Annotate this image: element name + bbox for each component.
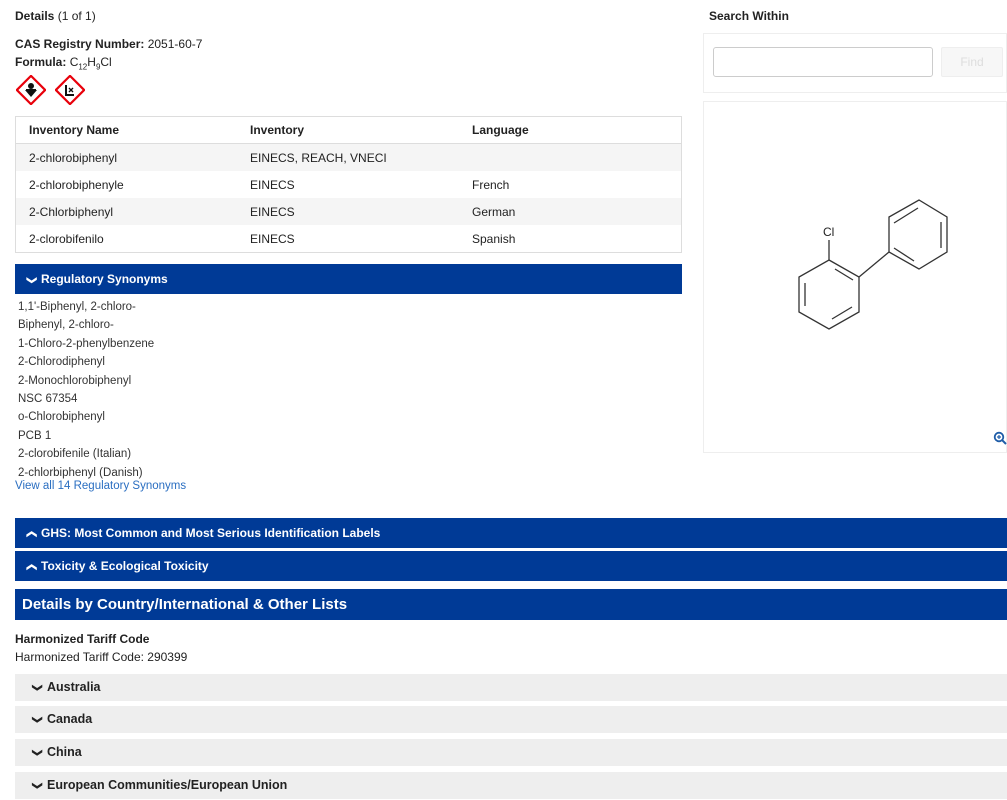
list-item: 1,1'-Biphenyl, 2-chloro- [18,301,136,313]
cas-line: CAS Registry Number: 2051-60-7 [15,37,202,51]
ghs-section-toggle[interactable]: ❮ GHS: Most Common and Most Serious Ident… [15,518,1007,548]
chevron-down-icon: ❯ [31,781,43,790]
regulatory-synonyms-label: Regulatory Synonyms [41,272,168,286]
inventory-table: Inventory Name Inventory Language 2-chlo… [15,116,682,253]
table-cell [459,143,682,171]
ghs-section-label: GHS: Most Common and Most Serious Identi… [41,526,381,540]
country-row-canada[interactable]: ❯ Canada [15,706,1007,733]
search-within-title: Search Within [709,9,789,23]
table-cell: 2-clorobifenilo [29,231,104,246]
list-item: NSC 67354 [18,392,78,405]
cas-value: 2051-60-7 [147,37,203,51]
inventory-header-row: Inventory Name Inventory Language [15,116,682,144]
zoom-in-icon[interactable] [993,431,1007,445]
details-count: (1 of 1) [57,9,96,23]
country-row-australia[interactable]: ❯ Australia [15,674,1007,701]
tariff-title: Harmonized Tariff Code [15,632,150,646]
column-header: Inventory Name [15,116,237,144]
health-hazard-icon [54,74,87,106]
find-button[interactable]: Find [941,47,1003,77]
atom-label-cl: Cl [823,225,834,239]
table-cell: EINECS, REACH, VNECI [237,143,459,171]
table-cell: Spanish [472,231,516,246]
table-cell: EINECS [250,177,295,192]
list-item: 2-Chlorodiphenyl [18,356,105,369]
list-item: o-Chlorobiphenyl [18,411,105,424]
search-within-input[interactable] [713,47,933,77]
country-section-header: Details by Country/International & Other… [15,589,1007,620]
list-item: 2-Monochlorobiphenyl [18,374,132,387]
country-label: China [47,745,82,759]
environment-hazard-icon [15,74,47,106]
country-section-label: Details by Country/International & Other… [22,596,348,613]
table-cell: EINECS [237,198,459,225]
country-row-china[interactable]: ❯ China [15,739,1007,766]
table-row: 2-Chlorbiphenyl EINECS German [15,198,682,225]
tariff-value: Harmonized Tariff Code: 290399 [15,650,188,664]
chevron-down-icon: ❯ [31,748,43,757]
toxicity-section-label: Toxicity & Ecological Toxicity [41,559,209,573]
list-item: 2-chlorbiphenyl (Danish) [18,466,143,479]
table-cell: 2-chlorobiphenyle [29,177,124,192]
synonym-list: 1,1'-Biphenyl, 2-chloro- Biphenyl, 2-chl… [18,298,154,482]
cas-label: CAS Registry Number: [15,37,145,51]
column-header: Language [459,116,682,144]
table-cell: 2-chlorobiphenyl [15,143,237,171]
molecule-structure-image: Cl [798,199,948,330]
ghs-pictograms [15,74,91,106]
regulatory-synonyms-toggle[interactable]: ❯ Regulatory Synonyms [15,264,682,294]
details-header: Details (1 of 1) [15,9,96,23]
view-all-synonyms-link[interactable]: View all 14 Regulatory Synonyms [15,480,187,492]
chevron-down-icon: ❯ [31,715,43,724]
list-item: Biphenyl, 2-chloro- [18,319,114,332]
chevron-down-icon: ❯ [26,276,37,285]
country-label: Canada [47,712,93,726]
list-item: PCB 1 [18,429,52,442]
country-label: Australia [47,680,101,694]
toxicity-section-toggle[interactable]: ❮ Toxicity & Ecological Toxicity [15,551,1007,581]
table-cell: French [472,177,510,192]
table-cell: German [459,198,682,225]
table-row: 2-chlorobiphenyle EINECS French [16,171,682,198]
table-cell: 2-Chlorbiphenyl [15,198,237,225]
list-item: 1-Chloro-2-phenylbenzene [18,337,155,350]
search-box: Find [703,33,1007,93]
table-cell: EINECS [250,231,295,246]
details-title: Details [15,9,55,23]
chevron-up-icon: ❮ [26,530,37,539]
chevron-up-icon: ❮ [26,563,37,572]
column-header: Inventory [237,116,459,144]
chevron-down-icon: ❯ [31,683,43,692]
formula-value: C12H9Cl [69,55,112,72]
table-row: 2-chlorobiphenyl EINECS, REACH, VNECI [15,143,682,171]
formula-label: Formula: [15,55,67,69]
list-item: 2-clorobifenile (Italian) [18,448,132,461]
table-row: 2-clorobifenilo EINECS Spanish [16,225,682,253]
structure-panel: Cl [703,101,1007,453]
formula-line: Formula: C12H9Cl [15,55,112,71]
country-label: European Communities/European Union [47,778,288,792]
